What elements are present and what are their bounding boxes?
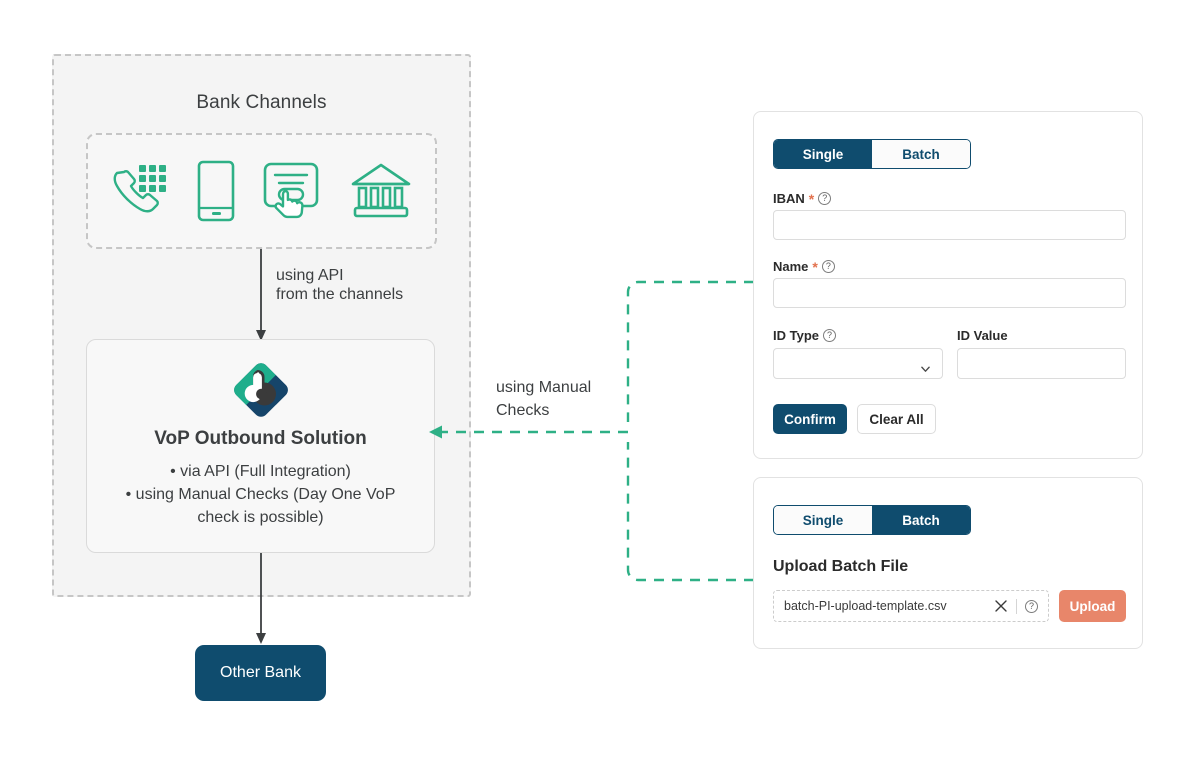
clear-all-button-label: Clear All [869, 411, 924, 427]
vop-card-bullets: • via API (Full Integration) • using Man… [105, 460, 416, 529]
single-panel-tabs: Single Batch [773, 139, 971, 169]
vop-brand-logo [87, 362, 434, 418]
tab-single[interactable]: Single [774, 140, 872, 168]
manual-checks-label: using Manual Checks [496, 379, 592, 419]
file-box-divider [1016, 598, 1017, 614]
confirm-button-label: Confirm [784, 411, 836, 427]
batch-tab-single[interactable]: Single [774, 506, 872, 534]
iban-input[interactable] [773, 210, 1126, 240]
channel-icons-group [86, 133, 437, 249]
phone-keypad-icon [111, 163, 171, 219]
upload-button[interactable]: Upload [1059, 590, 1126, 622]
batch-panel-tabs: Single Batch [773, 505, 971, 535]
batch-file-help-icon[interactable]: ? [1025, 599, 1038, 613]
clear-all-button[interactable]: Clear All [857, 404, 936, 434]
vop-bullet-3: check is possible) [197, 509, 324, 526]
other-bank-node: Other Bank [195, 645, 326, 701]
chevron-down-icon [921, 361, 930, 372]
close-icon[interactable] [994, 599, 1008, 613]
bank-channels-title: Bank Channels [196, 92, 327, 113]
upload-button-label: Upload [1069, 598, 1116, 614]
iban-help-icon[interactable]: ? [818, 192, 832, 205]
name-label: Name * ? [773, 259, 835, 274]
id-value-input[interactable] [957, 348, 1126, 379]
batch-tab-single-label: Single [802, 512, 844, 528]
iban-label-text: IBAN [773, 191, 805, 206]
name-label-text: Name [773, 259, 809, 274]
iban-required-asterisk: * [808, 190, 815, 207]
tab-batch-label: Batch [902, 146, 940, 162]
api-flow-label: using API from the channels [276, 267, 404, 303]
upload-batch-file-title: Upload Batch File [773, 558, 909, 575]
batch-tab-batch[interactable]: Batch [872, 506, 970, 534]
id-value-label-text: ID Value [957, 328, 1008, 343]
name-required-asterisk: * [812, 258, 818, 275]
batch-file-dropzone[interactable]: batch-PI-upload-template.csv ? [773, 590, 1049, 622]
single-check-panel: Single Batch IBAN * ? Name * ? ID Type ? [753, 111, 1143, 459]
name-input[interactable] [773, 278, 1126, 308]
api-flow-arrow [253, 249, 269, 344]
online-banking-click-icon [262, 161, 324, 221]
name-help-icon[interactable]: ? [821, 260, 835, 273]
id-type-label: ID Type ? [773, 328, 836, 343]
vop-card-title: VoP Outbound Solution [154, 428, 367, 449]
id-type-label-text: ID Type [773, 328, 819, 343]
id-type-select[interactable] [773, 348, 943, 379]
vop-bullet-1: • via API (Full Integration) [170, 463, 351, 480]
id-value-label: ID Value [957, 328, 1008, 343]
iban-label: IBAN * ? [773, 190, 832, 207]
vop-bullet-2: • using Manual Checks (Day One VoP [125, 486, 396, 503]
confirm-button[interactable]: Confirm [773, 404, 847, 434]
tab-batch[interactable]: Batch [872, 140, 970, 168]
mobile-phone-icon [197, 160, 235, 222]
other-bank-label: Other Bank [220, 664, 301, 681]
batch-file-name: batch-PI-upload-template.csv [784, 599, 947, 613]
batch-upload-panel: Single Batch Upload Batch File batch-PI-… [753, 477, 1143, 649]
other-bank-flow-arrow [253, 553, 269, 646]
tab-single-label: Single [802, 146, 844, 162]
id-type-help-icon[interactable]: ? [823, 329, 836, 342]
bank-building-icon [350, 162, 412, 220]
manual-checks-connector [424, 272, 764, 592]
vop-outbound-solution-card: VoP Outbound Solution • via API (Full In… [86, 339, 435, 553]
batch-tab-batch-label: Batch [902, 512, 940, 528]
